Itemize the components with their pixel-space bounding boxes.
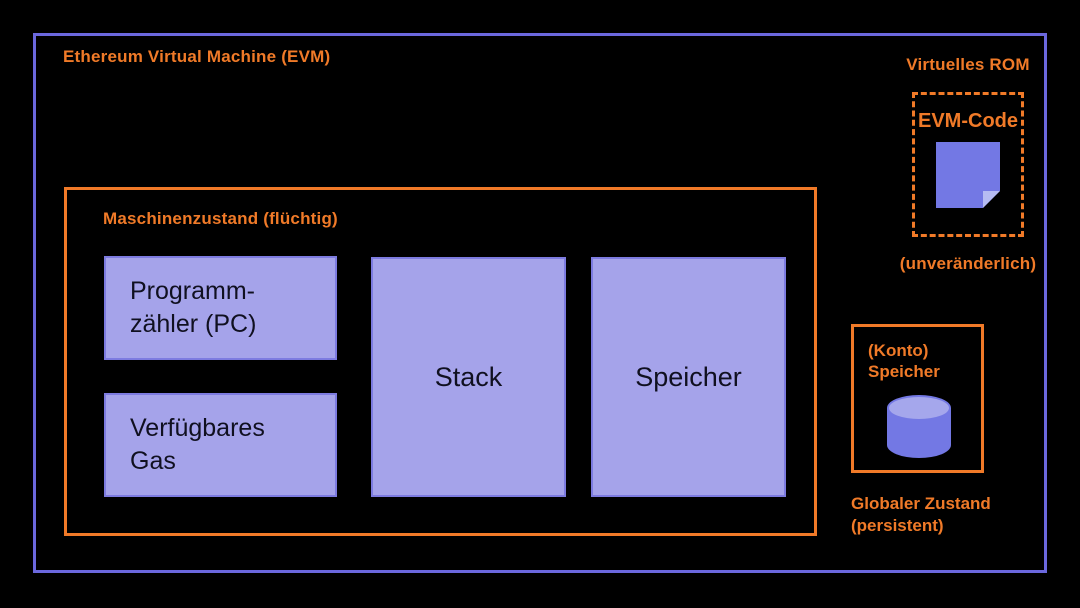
memory-label: Speicher: [635, 361, 742, 392]
account-storage-box: (Konto) Speicher: [851, 324, 984, 473]
available-gas-label-line1: Verfügbares: [130, 414, 265, 442]
virtual-rom-box: EVM-Code: [912, 92, 1024, 237]
stack-label: Stack: [434, 361, 503, 392]
machine-state-box: [64, 187, 817, 536]
global-state-caption-line2: (persistent): [851, 516, 944, 535]
available-gas-box: Verfügbares Gas: [104, 393, 337, 497]
cylinder-top: [887, 395, 951, 421]
account-storage-label-line1: (Konto): [868, 341, 929, 360]
document-page-icon: [936, 142, 1000, 208]
evm-code-label: EVM-Code: [918, 110, 1018, 132]
stack-box: Stack: [371, 257, 566, 497]
immutable-note: (unveränderlich): [899, 254, 1037, 273]
virtual-rom-title: Virtuelles ROM: [906, 55, 1030, 74]
global-state-caption-line1: Globaler Zustand: [851, 494, 991, 513]
machine-state-label: Maschinenzustand (flüchtig): [103, 209, 338, 228]
available-gas-label-line2: Gas: [130, 447, 176, 475]
database-cylinder-icon: [887, 395, 951, 458]
global-state-caption: Globaler Zustand (persistent): [851, 493, 991, 537]
memory-box: Speicher: [591, 257, 786, 497]
program-counter-box: Programm- zähler (PC): [104, 256, 337, 360]
evm-title: Ethereum Virtual Machine (EVM): [63, 47, 331, 66]
program-counter-label-line1: Programm-: [130, 277, 256, 305]
account-storage-label-line2: Speicher: [868, 362, 940, 381]
evm-container-box: [33, 33, 1047, 573]
program-counter-label-line2: zähler (PC): [130, 310, 257, 338]
page-fold: [983, 191, 1000, 208]
